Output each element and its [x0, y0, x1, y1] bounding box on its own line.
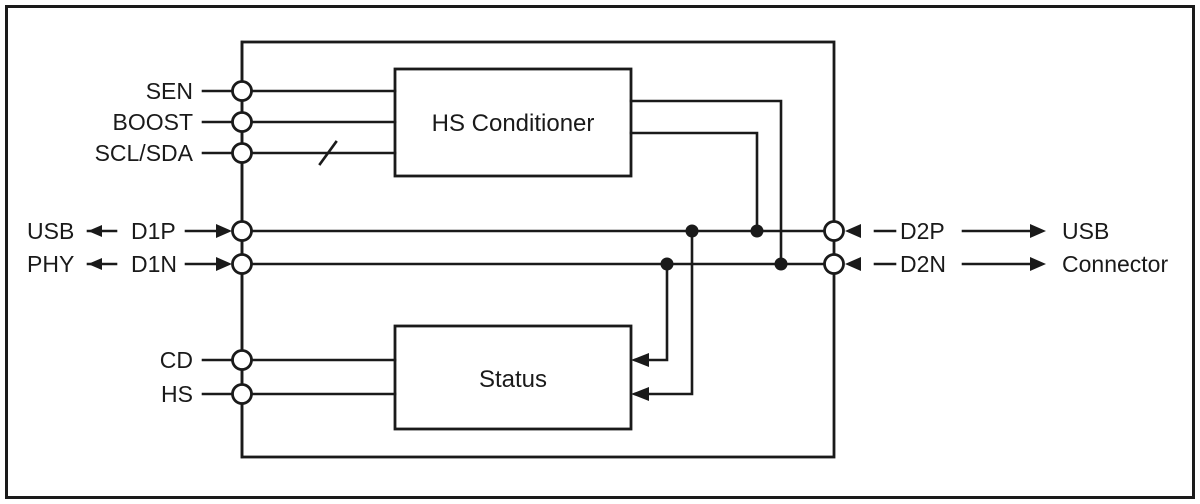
junction-dot-d1p-left [685, 224, 699, 238]
page-border [5, 5, 1195, 499]
status-input-arrowhead-lower [631, 387, 649, 401]
d1p-label: D1P [131, 218, 176, 244]
d2p-external-arrowhead [1030, 224, 1046, 238]
boost-label: BOOST [112, 109, 193, 135]
hs-label: HS [161, 381, 193, 407]
d1n-external-arrowhead [88, 258, 102, 270]
hs-conditioner-output-lower [629, 131, 759, 233]
sen-pin[interactable] [231, 80, 253, 102]
d2n-external-label: Connector [1062, 251, 1168, 277]
status-feedback-d1n [646, 262, 669, 362]
hs-conditioner-output-upper [629, 99, 783, 266]
d1n-label: D1N [131, 251, 177, 277]
d2p-external-label: USB [1062, 218, 1109, 244]
d1p-pin-arrowhead [216, 224, 232, 238]
hs-conditioner-block [393, 67, 633, 178]
d1n-pin-arrowhead [216, 257, 232, 271]
bus-slash-icon [318, 140, 338, 166]
cd-pin[interactable] [231, 349, 253, 371]
junction-dot-d1n-right [774, 257, 788, 271]
d1p-external-arrowhead [88, 225, 102, 237]
status-input-arrowhead-upper [631, 353, 649, 367]
d2p-pin[interactable] [823, 220, 845, 242]
d2p-label: D2P [900, 218, 945, 244]
cd-label: CD [160, 347, 193, 373]
d1n-external-label: PHY [27, 251, 74, 277]
d1p-external-label: USB [27, 218, 74, 244]
status-block [393, 324, 633, 431]
status-feedback-d1p [646, 229, 694, 396]
d2n-external-arrowhead [1030, 257, 1046, 271]
sen-label: SEN [146, 78, 193, 104]
junction-dot-d1p-right [750, 224, 764, 238]
scl-sda-label: SCL/SDA [95, 140, 194, 166]
d1p-pin[interactable] [231, 220, 253, 242]
boost-pin[interactable] [231, 111, 253, 133]
d1n-pin[interactable] [231, 253, 253, 275]
d2p-pin-arrowhead [845, 224, 861, 238]
hs-pin[interactable] [231, 383, 253, 405]
scl-sda-pin[interactable] [231, 142, 253, 164]
d2n-pin[interactable] [823, 253, 845, 275]
hs-conditioner-label: HS Conditioner [432, 110, 595, 137]
d2n-pin-arrowhead [845, 257, 861, 271]
junction-dot-d1n-left [660, 257, 674, 271]
d2n-label: D2N [900, 251, 946, 277]
status-label: Status [479, 366, 547, 393]
